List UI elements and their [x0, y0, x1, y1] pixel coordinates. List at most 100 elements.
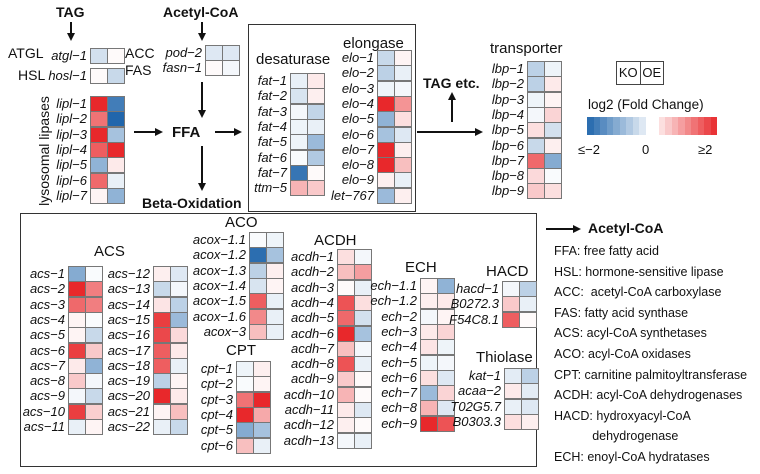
- atgl-label: ATGL: [8, 45, 44, 61]
- gene-label: acdh−3: [290, 279, 334, 295]
- cell-ko: [90, 157, 108, 174]
- arrow-to-acetyl-coa: [546, 228, 574, 230]
- abbreviation-definition: ACDH: acyl-CoA dehydrogenases: [554, 388, 743, 403]
- cell-ko: [90, 111, 108, 128]
- cell-oe: [354, 325, 372, 342]
- cell-oe: [170, 403, 188, 420]
- gene-label: elo−4: [341, 95, 374, 111]
- gene-label: ech−7: [381, 385, 417, 401]
- gene-label: ech−4: [381, 339, 417, 355]
- cell-oe: [266, 308, 284, 325]
- color-scale-bar: [587, 117, 718, 135]
- gene-label: lipl−7: [56, 187, 87, 203]
- cell-oe: [266, 293, 284, 310]
- arrow-acetylcoa-down: [201, 22, 203, 34]
- acc-label: ACC: [125, 45, 155, 61]
- cell-ko: [504, 368, 522, 384]
- cell-oe: [85, 388, 103, 405]
- gene-label: acs−15: [107, 311, 150, 327]
- cell-ko: [290, 118, 308, 135]
- legend-max-label: ≥2: [698, 142, 713, 157]
- cell-ko: [236, 437, 254, 454]
- gene-label: F54C8.1: [449, 311, 499, 327]
- gene-label: acs−8: [29, 373, 65, 389]
- cell-oe: [544, 122, 562, 139]
- cell-oe: [85, 403, 103, 420]
- gene-label: acs−11: [23, 419, 65, 434]
- cell-oe: [107, 111, 125, 128]
- cell-oe: [107, 96, 125, 112]
- gene-label: acox−1.4: [192, 277, 246, 293]
- gene-label: acox−1.3: [192, 262, 246, 278]
- color-scale-step: [639, 117, 646, 135]
- color-scale-step: [645, 117, 653, 135]
- gene-label: ech−2: [381, 308, 417, 324]
- cell-ko: [502, 296, 520, 313]
- cell-oe: [544, 106, 562, 123]
- cell-ko: [249, 262, 267, 279]
- cell-ko: [249, 232, 267, 248]
- cell-ko: [527, 122, 545, 139]
- cell-ko: [153, 419, 171, 435]
- cell-ko: [290, 149, 308, 166]
- gene-label: elo−5: [341, 111, 374, 127]
- cell-oe: [107, 141, 125, 158]
- color-scale-step: [626, 117, 633, 135]
- cell-ko: [420, 385, 438, 402]
- cell-ko: [420, 323, 438, 340]
- cell-oe: [170, 311, 188, 328]
- cell-ko: [205, 60, 223, 77]
- gene-label: acdh−12: [283, 417, 334, 433]
- gene-label: acox−1.6: [192, 308, 246, 324]
- lysosomal-lipases-label: lysosomal lipases: [36, 96, 52, 206]
- cell-ko: [290, 73, 308, 89]
- cell-oe: [266, 277, 284, 294]
- acetyl-coa-output-label: Acetyl-CoA: [588, 220, 664, 236]
- cell-ko: [290, 103, 308, 120]
- color-scale-step: [704, 117, 711, 135]
- cell-oe: [354, 264, 372, 281]
- acetyl-coa-label: Acetyl-CoA: [163, 4, 239, 20]
- gene-label: cpt−2: [200, 376, 233, 392]
- cell-ko: [337, 371, 355, 388]
- cell-ko: [290, 164, 308, 181]
- cell-ko: [337, 417, 355, 434]
- hacd-title: HACD: [486, 263, 529, 280]
- cell-ko: [249, 323, 267, 340]
- cell-oe: [253, 406, 271, 423]
- cell-oe: [85, 419, 103, 435]
- cell-oe: [437, 415, 455, 432]
- gene-label: acs−22: [107, 419, 150, 434]
- cell-ko: [502, 311, 520, 328]
- cell-ko: [527, 106, 545, 123]
- cell-oe: [107, 68, 125, 84]
- cell-oe: [307, 134, 325, 151]
- cell-ko: [236, 422, 254, 439]
- cell-oe: [85, 296, 103, 313]
- cell-ko: [249, 247, 267, 264]
- cell-oe: [107, 48, 125, 64]
- gene-label: acs−6: [29, 342, 65, 358]
- gene-label: lbp−2: [491, 76, 524, 92]
- cell-ko: [68, 373, 86, 390]
- cell-oe: [266, 232, 284, 248]
- gene-label: lbp−1: [491, 61, 524, 76]
- gene-label: elo−9: [341, 172, 374, 188]
- color-scale-step: [665, 117, 672, 135]
- gene-label: acox−1.1: [192, 232, 246, 247]
- cell-oe: [544, 91, 562, 108]
- color-scale-step: [710, 117, 718, 135]
- cell-oe: [222, 45, 240, 61]
- color-scale-step: [600, 117, 607, 135]
- legend-mid-label: 0: [642, 142, 650, 157]
- abbreviation-definition: ECH: enoyl-CoA hydratases: [554, 450, 710, 464]
- cell-oe: [85, 327, 103, 344]
- cell-ko: [90, 187, 108, 204]
- cell-ko: [153, 296, 171, 313]
- gene-label: kat−1: [468, 368, 501, 383]
- cell-oe: [170, 281, 188, 298]
- gene-label: elo−3: [341, 80, 374, 96]
- acdh-title: ACDH: [314, 232, 357, 249]
- arrowhead: [67, 33, 75, 41]
